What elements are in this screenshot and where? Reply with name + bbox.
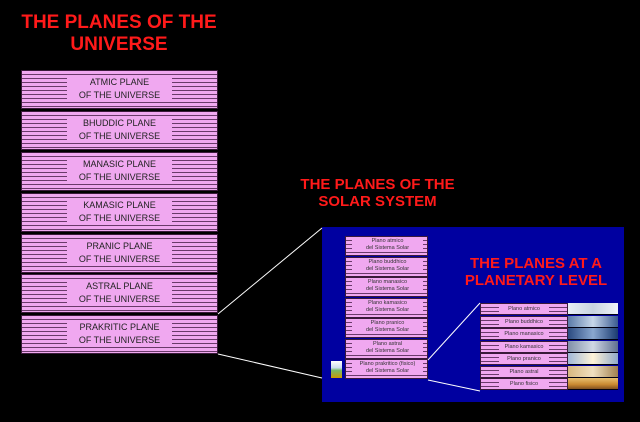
universe-plane-pranic: PRANIC PLANE OF THE UNIVERSE — [21, 234, 218, 273]
planetary-plane-atmic: Plano atmico — [480, 303, 568, 315]
planetary-plane-manasic: Plano manasico — [480, 328, 568, 340]
universe-title-line-1: THE PLANES OF THE — [21, 12, 217, 33]
universe-plane-manasic: MANASIC PLANE OF THE UNIVERSE — [21, 152, 218, 191]
planetary-planes-stack: Plano atmico Plano buddhico Plano manasi… — [480, 303, 568, 391]
plane-sublabel: OF THE UNIVERSE — [78, 172, 161, 182]
sky-image-atmic — [568, 303, 618, 315]
sky-image-physical — [568, 378, 618, 390]
solar-plane-label: Plano pranico — [370, 320, 405, 326]
planetary-plane-label: Plano astral — [499, 367, 549, 376]
solar-plane-label: Plano prakritico (fisico) — [359, 361, 416, 367]
solar-system-title: THE PLANES OF THE SOLAR SYSTEM — [280, 176, 475, 211]
planetary-plane-label: Plano buddhico — [499, 317, 549, 326]
plane-sublabel: OF THE UNIVERSE — [78, 90, 161, 100]
solar-plane-sublabel: del Sistema Solar — [365, 368, 410, 374]
solar-plane-label: Plano astral — [372, 340, 403, 347]
planetary-plane-label: Plano fisico — [499, 380, 549, 388]
sky-image-buddhic — [568, 315, 618, 328]
plane-sublabel: OF THE UNIVERSE — [78, 294, 161, 304]
solar-plane-label: Plano buddhico — [368, 258, 407, 265]
plane-sublabel: OF THE UNIVERSE — [78, 254, 161, 264]
planetary-plane-physical: Plano fisico — [480, 378, 568, 390]
universe-planes-stack: ATMIC PLANE OF THE UNIVERSE BHUDDIC PLANE… — [21, 70, 218, 354]
sky-image-pranic — [568, 353, 618, 365]
plane-sublabel: OF THE UNIVERSE — [78, 213, 161, 223]
sky-image-astral — [568, 365, 618, 378]
planetary-plane-label: Plano atmico — [499, 305, 549, 313]
universe-title-line-2: UNIVERSE — [70, 33, 168, 55]
plane-label: PRANIC PLANE — [86, 241, 153, 251]
solar-plane-sublabel: del Sistema Solar — [365, 265, 410, 272]
solar-title-line-1: THE PLANES OF THE — [300, 176, 455, 193]
planetary-images-column — [568, 303, 618, 391]
planetary-plane-buddhic: Plano buddhico — [480, 315, 568, 328]
solar-plane-label: Plano manasico — [367, 279, 408, 285]
solar-plane-label: Plano kamasico — [368, 299, 407, 306]
solar-plane-sublabel: del Sistema Solar — [365, 327, 410, 333]
plane-label: ASTRAL PLANE — [86, 281, 153, 291]
plane-label: ATMIC PLANE — [89, 77, 150, 87]
planetary-plane-pranic: Plano pranico — [480, 353, 568, 365]
planetary-title-line-1: THE PLANES AT A — [470, 255, 602, 272]
plane-sublabel: OF THE UNIVERSE — [78, 131, 161, 141]
solar-title-line-2: SOLAR SYSTEM — [318, 193, 437, 211]
universe-plane-bhuddic: BHUDDIC PLANE OF THE UNIVERSE — [21, 111, 218, 150]
planetary-level-title: THE PLANES AT A PLANETARY LEVEL — [448, 255, 624, 290]
solar-plane-prakritic: Plano prakritico (fisico)del Sistema Sol… — [345, 359, 428, 379]
solar-plane-sublabel: del Sistema Solar — [365, 245, 410, 251]
solar-plane-label: Plano atmico — [371, 238, 404, 244]
connector-universe-to-solar-top — [217, 227, 323, 315]
planetary-plane-astral: Plano astral — [480, 365, 568, 378]
universe-plane-prakritic: PRAKRITIC PLANE OF THE UNIVERSE — [21, 315, 218, 354]
earth-swatch-image — [331, 361, 342, 378]
planetary-plane-label: Plano pranico — [499, 355, 549, 363]
planetary-plane-kamasic: Plano kamasico — [480, 340, 568, 353]
planetary-plane-label: Plano manasico — [499, 330, 549, 338]
universe-plane-atmic: ATMIC PLANE OF THE UNIVERSE — [21, 70, 218, 109]
solar-plane-sublabel: del Sistema Solar — [365, 306, 410, 313]
plane-label: MANASIC PLANE — [82, 159, 157, 169]
sky-image-manasic — [568, 328, 618, 340]
universe-title: THE PLANES OF THE UNIVERSE — [14, 12, 224, 56]
sky-image-kamasic — [568, 340, 618, 353]
plane-label: KAMASIC PLANE — [83, 200, 156, 210]
solar-plane-sublabel: del Sistema Solar — [365, 286, 410, 292]
planetary-title-line-2: PLANETARY LEVEL — [464, 272, 608, 290]
universe-plane-astral: ASTRAL PLANE OF THE UNIVERSE — [21, 274, 218, 313]
planetary-plane-label: Plano kamasico — [499, 342, 549, 351]
plane-label: BHUDDIC PLANE — [82, 118, 156, 128]
solar-plane-sublabel: del Sistema Solar — [365, 347, 410, 354]
universe-plane-kamasic: KAMASIC PLANE OF THE UNIVERSE — [21, 193, 218, 232]
plane-label: PRAKRITIC PLANE — [79, 322, 160, 332]
connector-universe-to-solar-bottom — [217, 353, 323, 379]
plane-sublabel: OF THE UNIVERSE — [78, 335, 161, 345]
